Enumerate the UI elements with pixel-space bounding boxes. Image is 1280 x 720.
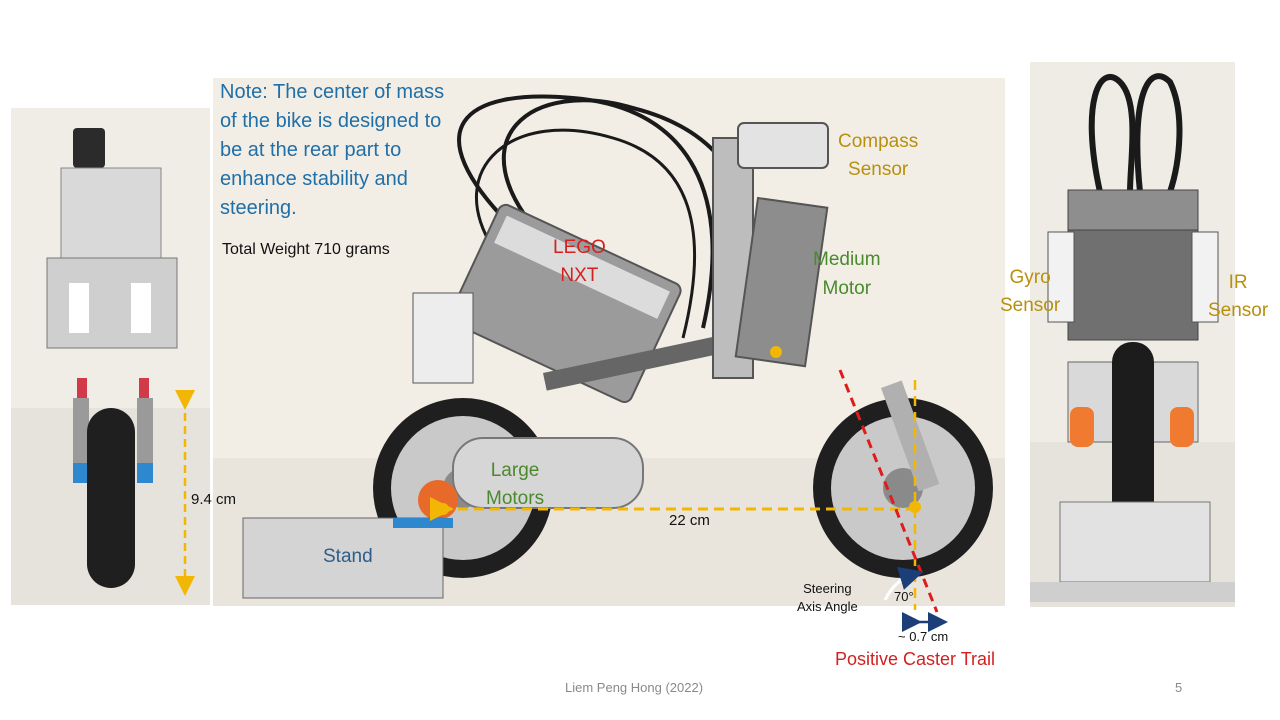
note-line: steering.	[220, 197, 297, 219]
total-weight-label: Total Weight 710 grams	[222, 241, 390, 258]
side-view-photo	[213, 78, 1005, 606]
gyro-sensor-label: Gyro Sensor	[1000, 267, 1061, 316]
wheelbase-label: 22 cm	[669, 512, 710, 529]
rear-view-illustration	[1030, 73, 1235, 607]
lego-nxt-label: LEGO NXT	[553, 237, 606, 286]
note-line: enhance stability and	[220, 168, 408, 190]
note-line: be at the rear part to	[220, 139, 402, 161]
large-motors-label: Large Motors	[486, 460, 545, 509]
angle-arc	[883, 566, 924, 601]
rear-view-photo	[1030, 62, 1235, 607]
note-line: Note: The center of mass	[220, 81, 445, 103]
steering-axis-line	[838, 369, 939, 613]
footer-author: Liem Peng Hong (2022)	[565, 680, 704, 695]
page-number: 5	[1175, 680, 1183, 695]
side-view-illustration	[213, 94, 1005, 606]
positive-caster-trail-label: Positive Caster Trail	[835, 649, 996, 669]
steering-axis-angle-label: Steering Axis Angle	[797, 581, 858, 614]
center-of-mass-note: Note: The center of mass of the bike is …	[220, 78, 444, 223]
medium-motor-label: Medium Motor	[813, 249, 881, 299]
note-line: of the bike is designed to	[220, 110, 442, 132]
angle-value-label: 70°	[894, 589, 914, 604]
compass-sensor-label: Compass Sensor	[838, 131, 919, 180]
caster-trail-value-label: ~ 0.7 cm	[898, 629, 949, 644]
height-label: 9.4 cm	[191, 491, 237, 508]
ir-sensor-label: IR Sensor	[1208, 272, 1269, 321]
stand-label: Stand	[323, 546, 373, 567]
